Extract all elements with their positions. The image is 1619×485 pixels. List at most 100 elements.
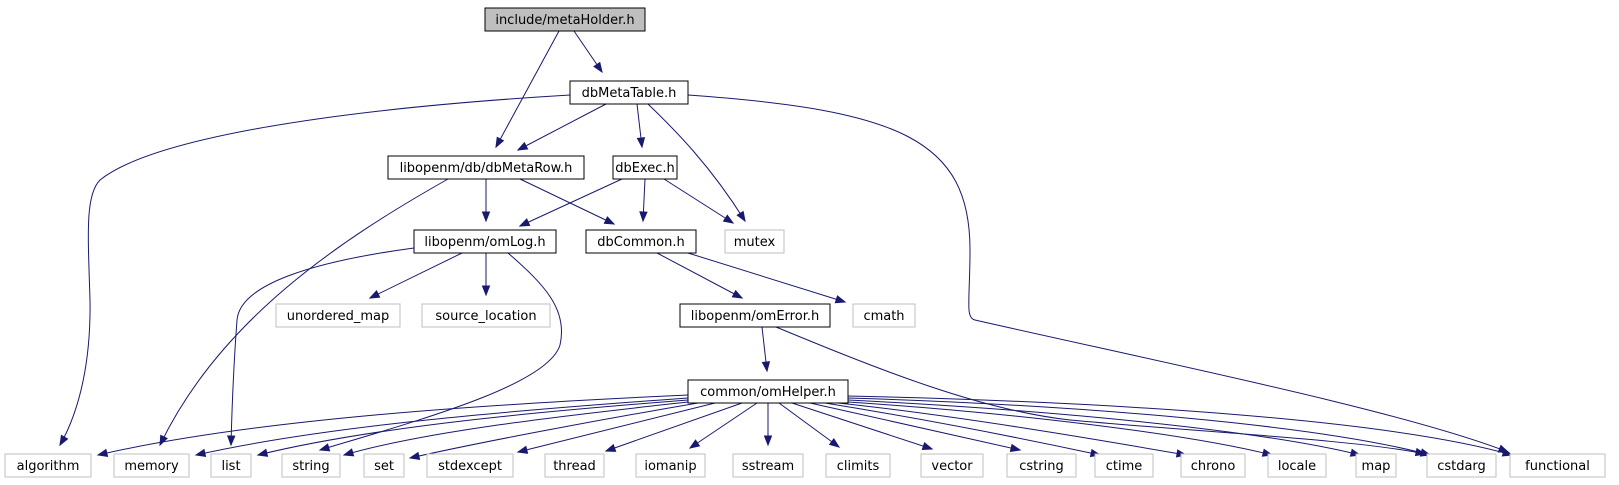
node-omLog[interactable]: libopenm/omLog.h [413, 229, 557, 254]
arrowhead-icon [722, 214, 735, 224]
node-box [1426, 453, 1497, 478]
node-box [825, 453, 891, 478]
edge-line [517, 103, 607, 151]
edge-omLog-to-list [227, 247, 415, 447]
edge-omHelper-to-set [408, 402, 699, 461]
node-label: climits [837, 459, 880, 474]
node-box [484, 7, 646, 32]
node-box [585, 229, 697, 254]
edge-dbMetaRow-to-omLog [481, 179, 491, 223]
node-label: iomanip [644, 459, 696, 474]
arrowhead-icon [639, 211, 648, 223]
edge-omHelper-to-list [256, 399, 689, 457]
node-label: ctime [1106, 459, 1143, 474]
edge-line [791, 402, 933, 450]
edge-omHelper-to-map [847, 399, 1362, 457]
node-dbMetaTable[interactable]: dbMetaTable.h [569, 80, 689, 105]
node-box [413, 229, 557, 254]
node-locale: locale [1267, 453, 1327, 478]
node-box [4, 453, 92, 478]
edge-dbExec-to-dbCommon [639, 178, 648, 223]
node-dbCommon[interactable]: dbCommon.h [585, 229, 697, 254]
node-box [1006, 453, 1077, 478]
edge-omHelper-to-vector [791, 402, 934, 451]
arrowhead-icon [834, 295, 847, 304]
node-label: chrono [1191, 459, 1236, 474]
arrowhead-icon [731, 289, 744, 299]
arrowhead-icon [636, 137, 646, 149]
node-label: include/metaHolder.h [495, 13, 634, 28]
edge-dbExec-to-omLog [518, 178, 623, 227]
node-cstdarg: cstdarg [1426, 453, 1497, 478]
node-omHelper[interactable]: common/omHelper.h [687, 379, 849, 404]
edge-dbMetaRow-to-dbCommon [519, 178, 616, 225]
edge-line [343, 401, 689, 456]
node-box [421, 303, 551, 328]
edge-dbCommon-to-omError [656, 252, 744, 299]
node-label: unordered_map [287, 309, 390, 324]
node-box [1355, 453, 1397, 478]
node-box [920, 453, 984, 478]
arrowhead-icon [495, 136, 505, 149]
node-box [387, 155, 585, 180]
node-dbMetaRow[interactable]: libopenm/db/dbMetaRow.h [387, 155, 585, 180]
node-box [363, 453, 405, 478]
node-set: set [363, 453, 405, 478]
edge-line [605, 402, 743, 452]
edge-line [257, 399, 689, 456]
node-label: dbExec.h [615, 161, 675, 176]
edge-omError-to-omHelper [761, 326, 771, 373]
edge-omHelper-to-cstring [809, 402, 1022, 453]
node-box [1180, 453, 1246, 478]
edge-dbMetaTable-to-dbExec [636, 103, 646, 149]
node-label: libopenm/db/dbMetaRow.h [400, 161, 573, 176]
arrowhead-icon [763, 435, 773, 447]
edge-line [837, 402, 1187, 456]
edge-dbMetaTable-to-mutex [647, 103, 746, 223]
node-label: algorithm [17, 459, 80, 474]
node-label: source_location [435, 309, 536, 324]
edge-line [517, 402, 716, 453]
edge-line [195, 397, 689, 456]
edge-dbMetaTable-to-algorithm [59, 94, 571, 447]
edge-omHelper-to-algorithm [96, 394, 689, 457]
edge-line [687, 94, 1509, 453]
node-sstream: sstream [732, 453, 804, 478]
node-box [210, 453, 252, 478]
node-box [1267, 453, 1327, 478]
nodes-layer: include/metaHolder.h dbMetaTable.h libopen… [4, 7, 1606, 478]
arrowhead-icon [342, 448, 355, 457]
arrowhead-icon [481, 285, 491, 297]
edge-line [59, 94, 571, 446]
node-label: locale [1278, 459, 1316, 474]
node-metaHolder[interactable]: include/metaHolder.h [484, 7, 646, 32]
node-label: common/omHelper.h [700, 385, 836, 400]
edge-line [809, 402, 1021, 451]
node-label: thread [553, 459, 596, 474]
edge-omLog-to-source_location [481, 253, 491, 297]
edge-omHelper-to-iomanip [688, 402, 758, 449]
node-box [544, 453, 605, 478]
edge-metaHolder-to-dbMetaTable [573, 30, 603, 74]
edge-line [409, 402, 699, 459]
edge-omHelper-to-thread [604, 402, 743, 452]
node-box [281, 453, 341, 478]
edge-line [778, 402, 840, 448]
edge-omLog-to-string [318, 252, 562, 452]
node-box [569, 80, 689, 105]
node-stdexcept: stdexcept [426, 453, 514, 478]
node-label: cmath [863, 309, 904, 324]
node-algorithm: algorithm [4, 453, 92, 478]
edge-line [689, 402, 758, 449]
edge-omHelper-to-climits [778, 402, 841, 448]
arrowhead-icon [516, 445, 529, 454]
node-label: vector [931, 459, 973, 474]
node-box [426, 453, 514, 478]
node-ctime: ctime [1094, 453, 1154, 478]
arrowhead-icon [604, 443, 617, 452]
node-dbExec[interactable]: dbExec.h [612, 155, 678, 180]
arrowhead-icon [593, 61, 603, 74]
node-omError[interactable]: libopenm/omError.h [679, 303, 831, 328]
arrowhead-icon [368, 290, 381, 299]
edge-line [647, 103, 746, 222]
